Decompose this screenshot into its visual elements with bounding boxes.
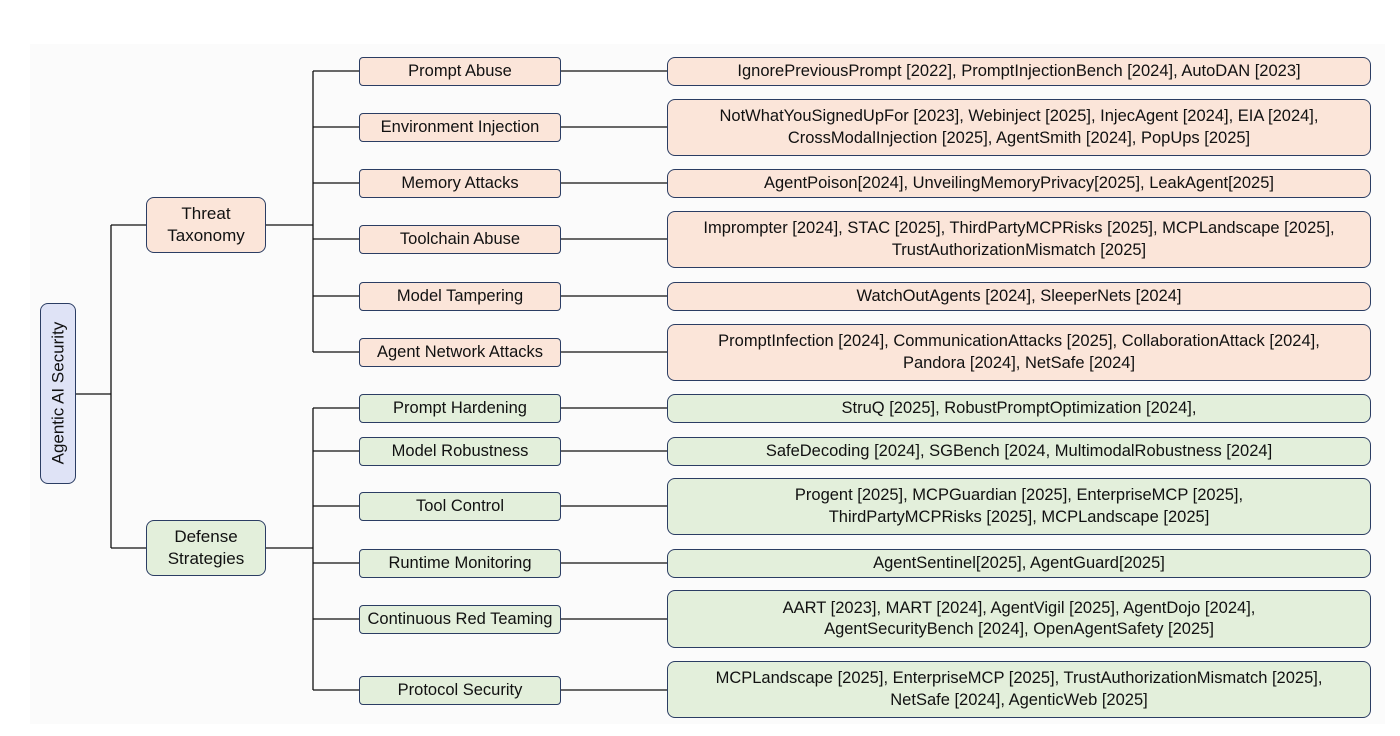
defense-model-robustness: Model Robustness bbox=[359, 437, 561, 466]
defense-continuous-red-teaming: Continuous Red Teaming bbox=[359, 605, 561, 634]
refs-model-tampering: WatchOutAgents [2024], SleeperNets [2024… bbox=[667, 282, 1371, 311]
refs-environment-injection: NotWhatYouSignedUpFor [2023], Webinject … bbox=[667, 99, 1371, 156]
threat-toolchain-abuse: Toolchain Abuse bbox=[359, 225, 561, 254]
refs-tool-control: Progent [2025], MCPGuardian [2025], Ente… bbox=[667, 478, 1371, 535]
refs-text: Progent [2025], MCPGuardian [2025], Ente… bbox=[794, 486, 1244, 526]
root-label: Agentic AI Security bbox=[47, 322, 67, 465]
refs-text: NotWhatYouSignedUpFor [2023], Webinject … bbox=[719, 107, 1319, 147]
threat-prompt-abuse: Prompt Abuse bbox=[359, 57, 561, 86]
root-node: Agentic AI Security bbox=[40, 303, 76, 484]
refs-text: AART [2023], MART [2024], AgentVigil [20… bbox=[782, 598, 1256, 638]
refs-text: Imprompter [2024], STAC [2025], ThirdPar… bbox=[703, 219, 1335, 259]
threat-model-tampering: Model Tampering bbox=[359, 282, 561, 311]
refs-text: AgentPoison[2024], UnveilingMemoryPrivac… bbox=[764, 173, 1274, 192]
defense-tool-control: Tool Control bbox=[359, 492, 561, 521]
refs-model-robustness: SafeDecoding [2024], SGBench [2024, Mult… bbox=[667, 437, 1371, 466]
refs-prompt-hardening: StruQ [2025], RobustPromptOptimization [… bbox=[667, 394, 1371, 423]
category-defense-strategies: Defense Strategies bbox=[146, 520, 266, 576]
category-threat-taxonomy: Threat Taxonomy bbox=[146, 197, 266, 253]
refs-memory-attacks: AgentPoison[2024], UnveilingMemoryPrivac… bbox=[667, 169, 1371, 198]
refs-runtime-monitoring: AgentSentinel[2025], AgentGuard[2025] bbox=[667, 549, 1371, 578]
defense-protocol-security: Protocol Security bbox=[359, 676, 561, 705]
refs-agent-network-attacks: PromptInfection [2024], CommunicationAtt… bbox=[667, 324, 1371, 381]
refs-text: WatchOutAgents [2024], SleeperNets [2024… bbox=[856, 286, 1182, 305]
refs-text: IgnorePreviousPrompt [2022], PromptInjec… bbox=[737, 61, 1301, 80]
refs-text: MCPLandscape [2025], EnterpriseMCP [2025… bbox=[715, 669, 1323, 709]
refs-toolchain-abuse: Imprompter [2024], STAC [2025], ThirdPar… bbox=[667, 211, 1371, 268]
refs-text: PromptInfection [2024], CommunicationAtt… bbox=[718, 332, 1320, 372]
refs-text: SafeDecoding [2024], SGBench [2024, Mult… bbox=[765, 441, 1273, 460]
threat-environment-injection: Environment Injection bbox=[359, 113, 561, 142]
threat-memory-attacks: Memory Attacks bbox=[359, 169, 561, 198]
defense-runtime-monitoring: Runtime Monitoring bbox=[359, 549, 561, 578]
threat-agent-network-attacks: Agent Network Attacks bbox=[359, 338, 561, 367]
refs-text: AgentSentinel[2025], AgentGuard[2025] bbox=[873, 553, 1165, 572]
defense-prompt-hardening: Prompt Hardening bbox=[359, 394, 561, 423]
refs-continuous-red-teaming: AART [2023], MART [2024], AgentVigil [20… bbox=[667, 590, 1371, 648]
refs-protocol-security: MCPLandscape [2025], EnterpriseMCP [2025… bbox=[667, 661, 1371, 718]
refs-prompt-abuse: IgnorePreviousPrompt [2022], PromptInjec… bbox=[667, 57, 1371, 86]
refs-text: StruQ [2025], RobustPromptOptimization [… bbox=[841, 398, 1197, 417]
